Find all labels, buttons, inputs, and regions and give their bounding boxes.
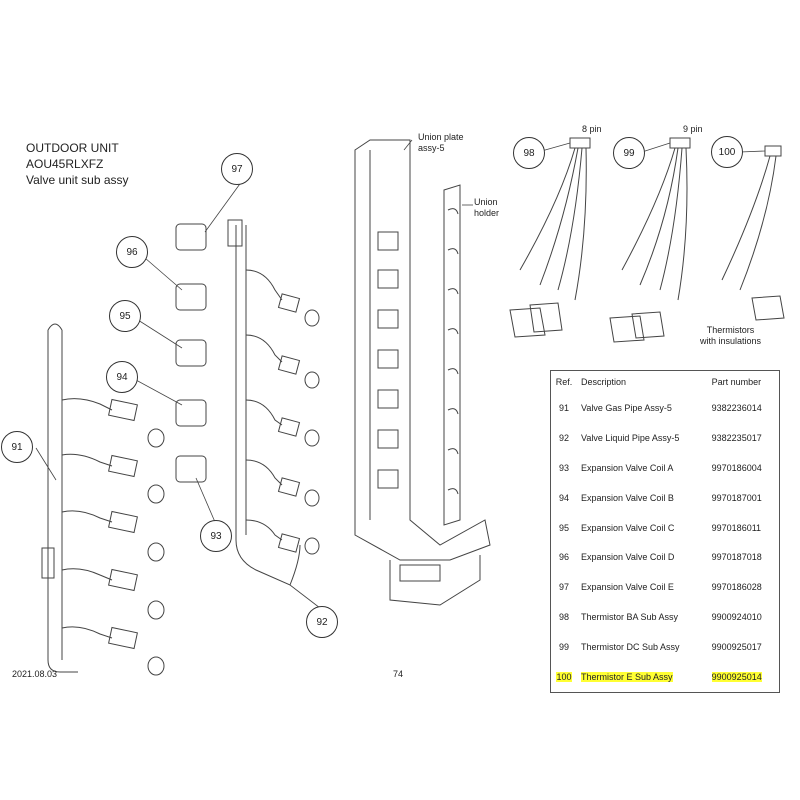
callout-95[interactable]: 95 <box>109 300 141 332</box>
row-part-number: 9970186011 <box>711 522 762 533</box>
title-line-assembly: Valve unit sub assy <box>26 173 129 187</box>
expansion-valve-coils-drawing <box>175 223 207 483</box>
row-ref: 92 <box>558 432 569 443</box>
col-part-number: Part number <box>711 377 762 387</box>
table-row-highlighted: 100 Thermistor E Sub Assy 9900925014 <box>551 662 780 692</box>
footer-date: 2021.08.03 <box>12 669 58 679</box>
table-row: 94 Expansion Valve Coil B 9970187001 <box>551 483 780 513</box>
parts-table-header: Ref. Description Part number <box>551 371 780 394</box>
union-plate-drawing <box>354 139 491 606</box>
row-ref: 93 <box>558 462 569 473</box>
row-ref: 100 <box>556 671 572 682</box>
table-row: 95 Expansion Valve Coil C 9970186011 <box>551 513 780 543</box>
row-ref: 94 <box>558 492 569 503</box>
callout-99[interactable]: 99 <box>613 137 645 169</box>
row-description: Expansion Valve Coil D <box>581 552 675 563</box>
parts-table: Ref. Description Part number 91 Valve Ga… <box>550 370 780 693</box>
row-description: Valve Liquid Pipe Assy-5 <box>581 432 680 443</box>
callout-96[interactable]: 96 <box>116 236 148 268</box>
row-part-number: 9970187018 <box>711 552 762 563</box>
title-line-unit: OUTDOOR UNIT <box>26 141 119 155</box>
callout-94[interactable]: 94 <box>106 361 138 393</box>
col-ref: Ref. <box>555 377 573 387</box>
callout-92[interactable]: 92 <box>306 606 338 638</box>
row-description: Expansion Valve Coil B <box>581 492 674 503</box>
thermistor-harnesses-drawing <box>509 137 785 343</box>
table-row: 97 Expansion Valve Coil E 9970186028 <box>551 572 780 602</box>
row-part-number: 9382236014 <box>711 402 762 413</box>
liquid-pipe-assy-drawing <box>227 219 320 586</box>
row-description: Valve Gas Pipe Assy-5 <box>581 402 672 413</box>
row-ref: 91 <box>558 402 569 413</box>
row-ref: 97 <box>558 582 569 593</box>
callout-98[interactable]: 98 <box>513 137 545 169</box>
table-row: 98 Thermistor BA Sub Assy 9900924010 <box>551 602 780 632</box>
row-ref: 99 <box>558 642 569 653</box>
pin9-label: 9 pin <box>683 124 703 134</box>
row-ref: 98 <box>558 612 569 623</box>
table-row: 99 Thermistor DC Sub Assy 9900925017 <box>551 632 780 662</box>
callout-93[interactable]: 93 <box>200 520 232 552</box>
row-part-number: 9970186004 <box>711 462 762 473</box>
row-ref: 95 <box>558 522 569 533</box>
row-description: Thermistor DC Sub Assy <box>581 642 680 653</box>
table-row: 91 Valve Gas Pipe Assy-5 9382236014 <box>551 393 780 423</box>
row-description: Expansion Valve Coil E <box>581 582 674 593</box>
row-part-number: 9382235017 <box>711 432 762 443</box>
row-description: Thermistor E Sub Assy <box>581 671 673 682</box>
row-ref: 96 <box>558 552 569 563</box>
row-description: Expansion Valve Coil C <box>581 522 675 533</box>
table-row: 92 Valve Liquid Pipe Assy-5 9382235017 <box>551 423 780 453</box>
page-title: OUTDOOR UNIT AOU45RLXFZ Valve unit sub a… <box>26 140 129 188</box>
row-part-number: 9900925014 <box>711 671 762 682</box>
gas-pipe-assy-drawing <box>41 323 165 676</box>
table-row: 93 Expansion Valve Coil A 9970186004 <box>551 453 780 483</box>
row-part-number: 9900925017 <box>711 642 762 653</box>
row-description: Thermistor BA Sub Assy <box>581 612 679 623</box>
row-part-number: 9900924010 <box>711 612 762 623</box>
col-description: Description <box>581 377 627 387</box>
title-line-model: AOU45RLXFZ <box>26 157 104 171</box>
table-row: 96 Expansion Valve Coil D 9970187018 <box>551 542 780 572</box>
callout-97[interactable]: 97 <box>221 153 253 185</box>
callout-91[interactable]: 91 <box>1 431 33 463</box>
row-description: Expansion Valve Coil A <box>581 462 674 473</box>
callout-100[interactable]: 100 <box>711 136 743 168</box>
row-part-number: 9970187001 <box>711 492 762 503</box>
row-part-number: 9970186028 <box>711 582 762 593</box>
union-holder-drawing <box>443 184 461 526</box>
pin8-label: 8 pin <box>582 124 602 134</box>
page-number: 74 <box>393 669 404 679</box>
